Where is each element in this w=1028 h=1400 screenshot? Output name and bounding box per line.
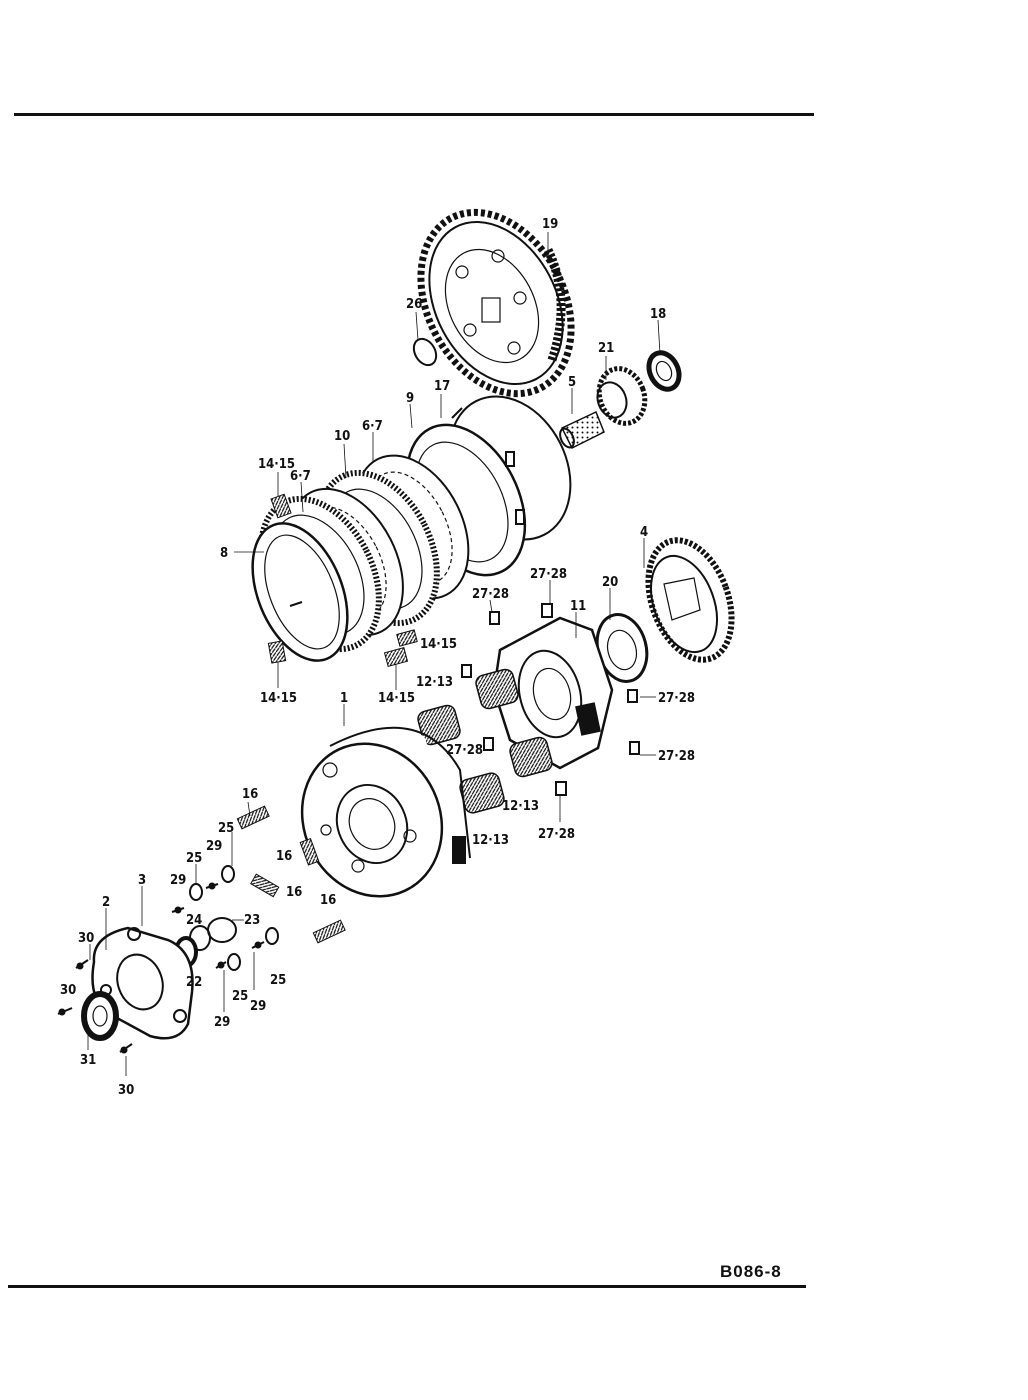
callout-3: 3 — [138, 873, 146, 888]
callout-16-right: 16 — [286, 885, 302, 900]
pins — [461, 603, 640, 796]
callout-17: 17 — [434, 379, 450, 394]
callout-16-mid: 16 — [276, 849, 292, 864]
callout-26: 26 — [406, 297, 422, 312]
callout-30-upper: 30 — [78, 931, 94, 946]
callout-27-28-a: 27·28 — [530, 567, 567, 582]
callout-30-left: 30 — [60, 983, 76, 998]
drive-gear-4 — [645, 537, 735, 663]
callout-21: 21 — [598, 341, 614, 356]
callout-6-7-lower: 6·7 — [290, 469, 311, 484]
callout-29-low: 29 — [250, 999, 266, 1014]
callout-1: 1 — [340, 691, 348, 706]
callout-5: 5 — [568, 375, 576, 390]
callout-22: 22 — [186, 975, 202, 990]
top-rule — [14, 113, 814, 116]
callout-25-top: 25 — [218, 821, 234, 836]
drum-springs — [236, 805, 346, 944]
callout-12-13-top: 12·13 — [416, 675, 453, 690]
callout-27-28-d: 27·28 — [446, 743, 483, 758]
callout-14-15-left: 14·15 — [260, 691, 297, 706]
callout-14-15-top: 14·15 — [258, 457, 295, 472]
callout-29-top: 29 — [206, 839, 222, 854]
callout-12-13-low: 12·13 — [472, 833, 509, 848]
callout-27-28-c: 27·28 — [658, 691, 695, 706]
clutch-drum — [300, 726, 471, 898]
needle-bearing — [559, 410, 605, 450]
bottom-rule — [8, 1285, 806, 1288]
callout-4: 4 — [640, 525, 648, 540]
cover-screws — [57, 959, 133, 1054]
primary-driven-gear — [417, 208, 575, 398]
callout-2: 2 — [102, 895, 110, 910]
callout-6-7-upper: 6·7 — [362, 419, 383, 434]
callout-8: 8 — [220, 546, 228, 561]
small-springs — [267, 493, 418, 667]
callout-27-28-b: 27·28 — [472, 587, 509, 602]
callout-30-bottom: 30 — [118, 1083, 134, 1098]
pinion-gear — [596, 366, 648, 426]
callout-25-low: 25 — [232, 989, 248, 1004]
callout-25-right: 25 — [270, 973, 286, 988]
bearing-18 — [646, 350, 682, 392]
callout-20: 20 — [602, 575, 618, 590]
bearing-31 — [81, 991, 119, 1041]
callout-24: 24 — [186, 913, 202, 928]
callout-29-second: 29 — [170, 873, 186, 888]
callout-23: 23 — [244, 913, 260, 928]
lifter-plate — [251, 522, 349, 662]
callout-18: 18 — [650, 307, 666, 322]
callout-31: 31 — [80, 1053, 96, 1068]
callout-14-15-right: 14·15 — [420, 637, 457, 652]
callout-9: 9 — [406, 391, 414, 406]
callout-19: 19 — [542, 217, 558, 232]
callout-27-28-f: 27·28 — [538, 827, 575, 842]
leader-lines — [87, 232, 661, 1076]
callout-29-bottom: 29 — [214, 1015, 230, 1030]
callout-labels: 19 26 18 21 5 17 9 10 6·7 6·7 14·15 8 4 … — [60, 217, 695, 1098]
large-springs — [417, 668, 553, 814]
callout-12-13-mid: 12·13 — [502, 799, 539, 814]
callout-10: 10 — [334, 429, 350, 444]
callout-16-lower: 16 — [320, 893, 336, 908]
callout-27-28-e: 27·28 — [658, 749, 695, 764]
callout-14-15-mid: 14·15 — [378, 691, 415, 706]
page-code: B086-8 — [720, 1262, 782, 1281]
callout-16-top: 16 — [242, 787, 258, 802]
callout-11: 11 — [570, 599, 586, 614]
clutch-inner-hub — [492, 616, 614, 770]
callout-25-second: 25 — [186, 851, 202, 866]
